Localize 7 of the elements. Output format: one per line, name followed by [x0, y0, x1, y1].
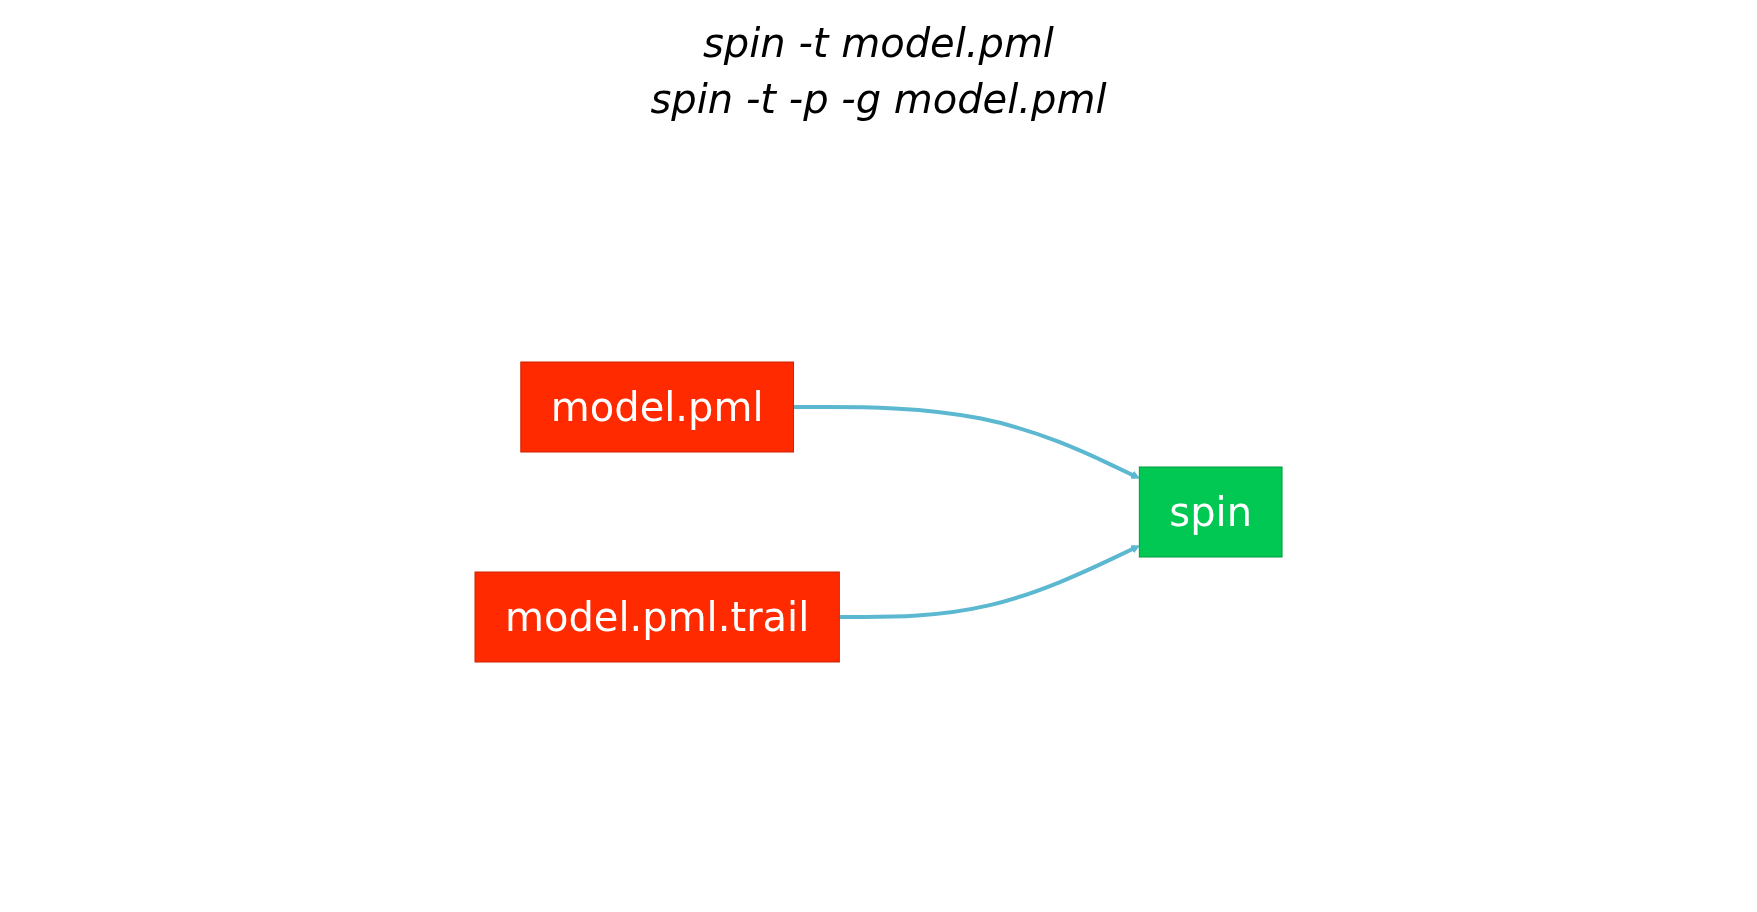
arrow	[793, 405, 1140, 479]
node-box: spin	[1138, 466, 1283, 558]
arrow	[839, 545, 1140, 619]
node-box: model.pml.trail	[474, 571, 840, 663]
node-box: model.pml	[520, 361, 794, 453]
command-text: spin -t model.pml	[703, 20, 1054, 66]
command-text: spin -t -p -g model.pml	[650, 76, 1107, 122]
